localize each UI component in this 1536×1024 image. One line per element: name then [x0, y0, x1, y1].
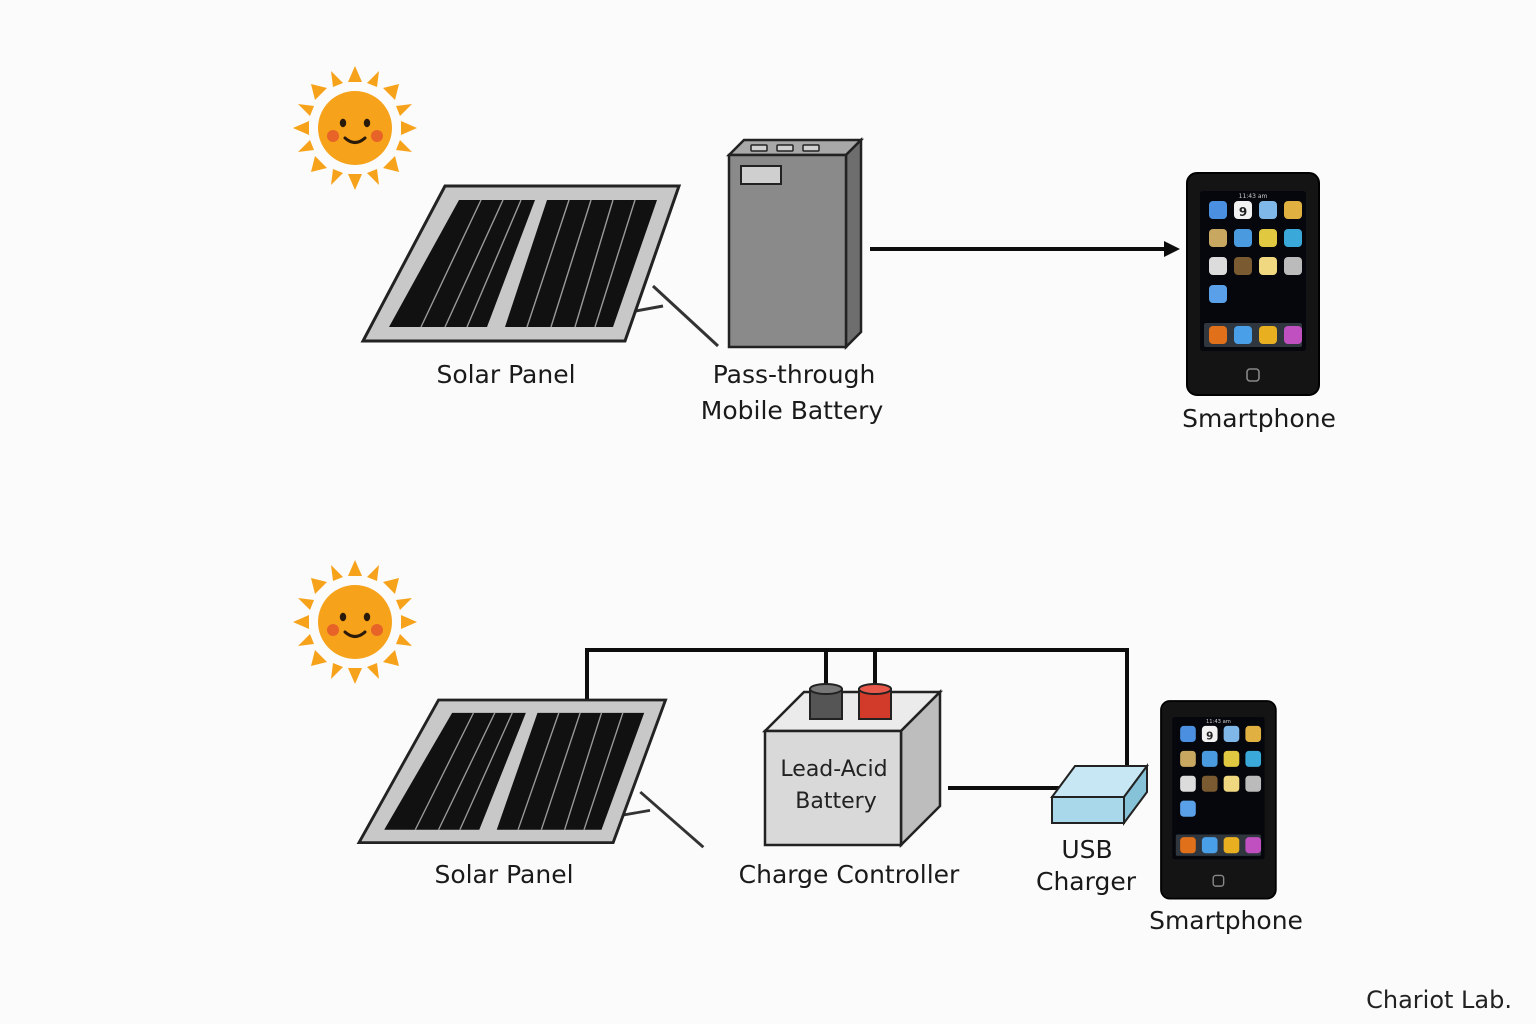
power-bank — [725, 136, 865, 351]
smartphone-label-top: Smartphone — [1182, 404, 1336, 433]
negative-terminal — [809, 683, 843, 720]
usb-label-line2: Charger — [1036, 867, 1136, 896]
phone-status-time: 11:43 am — [1206, 719, 1231, 725]
solar-panel-label-top: Solar Panel — [436, 360, 576, 389]
usb-label-line1: USB — [1061, 835, 1113, 864]
smartphone-label-bottom: Smartphone — [1149, 906, 1303, 935]
calendar-day: 9 — [1239, 205, 1247, 219]
solar-panel-top — [361, 184, 1035, 348]
lead-acid-battery — [761, 683, 944, 849]
output-arrow — [870, 241, 1180, 257]
solar-panel-label-bottom: Solar Panel — [434, 860, 574, 889]
sun-icon-top — [291, 64, 419, 192]
smartphone-bottom: 11:43 am 9 — [1160, 700, 1277, 900]
smartphone-top: 11:43 am 9 — [1186, 172, 1320, 396]
wiring — [585, 648, 1129, 790]
credit-text: Chariot Lab. — [1366, 986, 1512, 1014]
sun-icon-bottom — [291, 558, 419, 686]
calendar-day: 9 — [1206, 730, 1213, 742]
positive-terminal — [858, 683, 892, 720]
charge-controller-label: Charge Controller — [738, 860, 960, 889]
usb-charger — [1050, 762, 1149, 827]
battery-label-line1: Pass-through — [712, 360, 876, 389]
lead-acid-text-line2: Battery — [795, 789, 877, 814]
phone-status-time: 11:43 am — [1239, 193, 1268, 200]
battery-label-line2: Mobile Battery — [700, 396, 884, 425]
lead-acid-text-line1: Lead-Acid — [780, 757, 888, 782]
